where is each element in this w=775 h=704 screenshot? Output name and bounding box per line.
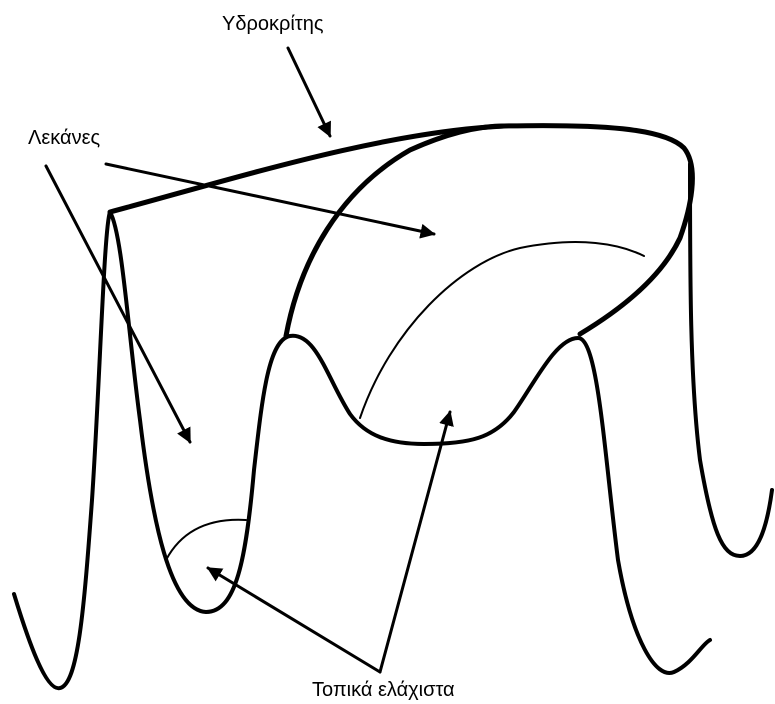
- minima-arrow-upper: [380, 412, 450, 672]
- basins-label: Λεκάνες: [28, 128, 100, 148]
- local-minima-label: Τοπικά ελάχιστα: [312, 680, 455, 700]
- upper-basin-contour: [360, 242, 644, 418]
- minima-arrow-lower: [208, 568, 380, 672]
- lower-basin-contour: [166, 520, 246, 560]
- terrain-left-curve: [14, 212, 710, 688]
- watershed-arrow: [288, 48, 330, 136]
- watershed-label: Υδροκρίτης: [222, 14, 323, 34]
- terrain-right-curve: [690, 164, 772, 556]
